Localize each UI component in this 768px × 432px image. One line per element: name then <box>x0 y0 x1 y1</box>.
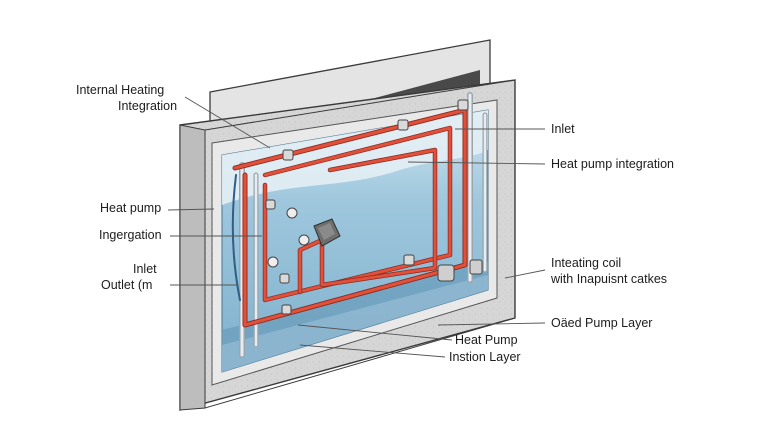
leader-lines <box>167 96 546 358</box>
label-internal-heating-2: Integration <box>118 99 178 113</box>
side-pipes <box>239 92 488 358</box>
pipe-fittings <box>265 99 483 315</box>
label-internal-heating-1: Internal Heating <box>76 83 165 97</box>
heating-coil <box>231 107 468 328</box>
label-inlet-left: Inlet <box>133 262 157 276</box>
label-insulation-layer: Instion Layer <box>449 350 521 364</box>
label-ingergation: Ingergation <box>99 228 162 242</box>
label-heat-pump-integration: Heat pump integration <box>551 157 674 171</box>
label-outlet-left: Outlet (m <box>101 278 153 292</box>
label-heat-pump-layer: Oäed Pump Layer <box>551 316 653 330</box>
label-heating-coil-1: Inteating coil <box>551 256 622 270</box>
label-heat-pump-bottom: Heat Pump <box>455 333 518 347</box>
label-inlet-right: Inlet <box>551 122 575 136</box>
label-heating-coil-2: with Inapuisnt catkes <box>551 272 668 286</box>
label-heat-pump-left: Heat pump <box>100 201 162 215</box>
heat-pump-unit <box>313 218 341 247</box>
